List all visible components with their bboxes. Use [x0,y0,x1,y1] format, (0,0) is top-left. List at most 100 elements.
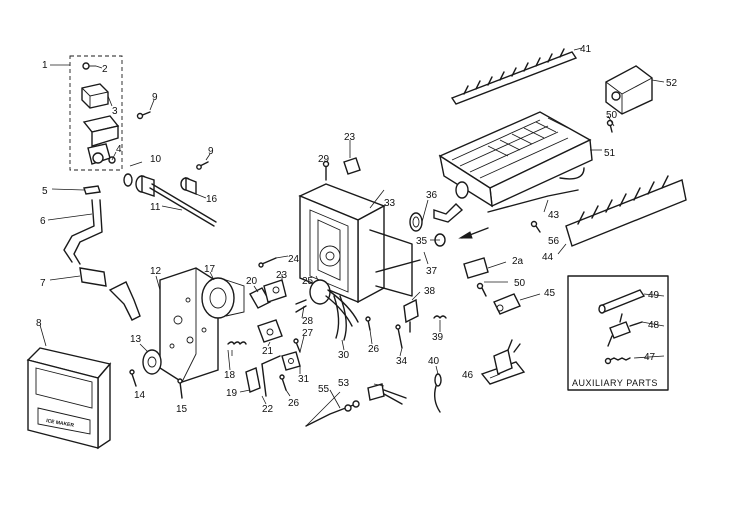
part-43-heater [487,189,579,213]
part-22-arm [261,355,281,397]
label-12: 12 [150,266,162,277]
label-35: 35 [416,236,428,247]
auxiliary-parts-label: AUXILIARY PARTS [572,378,658,388]
label-34: 34 [396,356,408,367]
part-16-fitting [180,161,209,196]
label-9b: 9 [208,146,214,157]
label-51: 51 [604,148,616,159]
label-4: 4 [116,144,122,155]
part-7-hose [49,267,141,321]
label-29: 29 [318,154,330,165]
part-41-stripper [450,47,583,105]
label-5: 5 [42,186,48,197]
part-56-screw [530,220,541,233]
part-15-screw [177,378,183,399]
label-37: 37 [426,266,438,277]
part-55-wire [305,400,360,427]
label-50b: 50 [514,278,526,289]
part-20-cam [249,279,287,309]
part-26-screw-b [279,374,287,391]
label-22: 22 [262,404,274,415]
part-5-clamp [51,185,101,195]
label-17: 17 [204,264,216,275]
part-33-mold-housing [298,183,413,304]
part-10-11-shaft [123,161,217,227]
part-45-fitting [493,293,521,315]
part-21-switch [257,319,283,347]
part-31-lever [281,351,301,371]
label-33: 33 [384,198,396,209]
part-28-clip [295,299,307,313]
part-25-thermostat [309,279,359,327]
part-24-screw [258,257,277,268]
label-27: 27 [302,328,314,339]
label-40: 40 [428,356,440,367]
part-ejector-spindle [433,203,489,239]
label-8: 8 [36,318,42,329]
leader-lines [95,65,665,427]
part-18-spring [227,341,247,356]
part-44-shield [557,175,687,255]
part-9-screw-a [136,111,151,120]
label-52: 52 [666,78,678,89]
label-20: 20 [246,276,258,287]
label-48: 48 [648,320,660,331]
front-plate-text: ICE MAKER [46,418,75,429]
part-38-bracket [403,298,419,333]
label-11: 11 [150,202,161,213]
part-34-screw [395,324,403,349]
label-44: 44 [542,252,554,263]
label-43: 43 [548,210,560,221]
label-47: 47 [644,352,656,363]
part-1-valve-assembly [50,55,123,171]
part-14-screw [129,369,137,387]
part-13-gear [139,343,162,375]
part-26-screw-a [365,316,371,331]
part-37-heater-rod [375,251,429,273]
part-23-cam-top [343,140,361,175]
auxiliary-parts-group [567,275,669,391]
label-2: 2 [102,64,108,75]
label-23a: 23 [344,132,356,143]
label-13: 13 [130,334,142,345]
label-1: 1 [42,60,48,71]
label-26a: 26 [368,344,380,355]
label-26b: 26 [288,398,300,409]
label-21: 21 [262,346,274,357]
label-45: 45 [544,288,556,299]
label-2a: 2a [512,256,524,267]
part-labels: 1 2 3 4 5 6 7 8 9 9 10 11 12 13 14 15 16… [36,44,678,415]
part-6-fill-tube [47,199,103,265]
label-6: 6 [40,216,46,227]
label-14: 14 [134,390,146,401]
part-19-bracket [245,367,261,393]
label-39: 39 [432,332,444,343]
label-46: 46 [462,370,474,381]
label-16: 16 [206,194,218,205]
part-52-end-cover [605,65,665,115]
label-10: 10 [150,154,162,165]
part-46-water-valve [480,339,526,385]
label-23b: 23 [276,270,288,281]
label-38: 38 [424,286,436,297]
label-56: 56 [548,236,560,247]
part-36-seal [409,212,423,232]
part-17-motor [201,271,245,319]
part-30-harness [333,295,347,341]
part-40-heater-lead [433,365,442,413]
part-51-ice-mold [438,111,602,208]
part-39-spring [433,315,447,319]
label-18: 18 [224,370,236,381]
label-25: 25 [302,276,314,287]
part-2a-bracket [463,257,489,279]
label-53: 53 [338,378,350,389]
label-31: 31 [298,374,310,385]
label-28: 28 [302,316,314,327]
label-24: 24 [288,254,300,265]
part-50-screw-b [476,282,487,297]
label-30: 30 [338,350,350,361]
label-50a: 50 [606,110,618,121]
label-3: 3 [112,106,118,117]
part-8-front-cover: ICE MAKER [26,324,112,450]
